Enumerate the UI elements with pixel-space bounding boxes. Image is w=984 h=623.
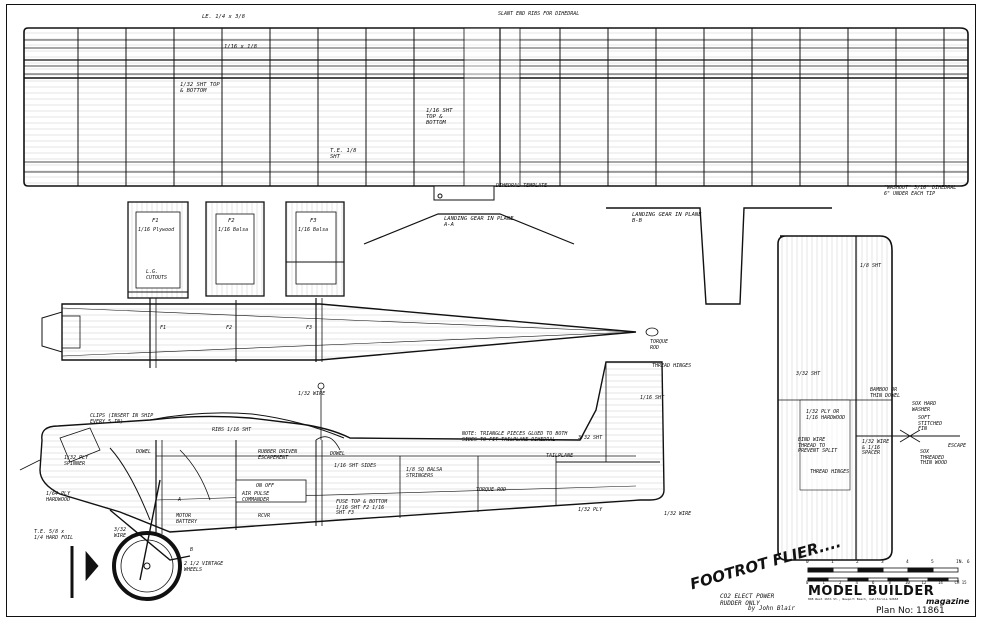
clips-label: CLIPS (INSERT IN SHIP EVERY 5 IN) bbox=[90, 413, 154, 425]
escapement-label: RUBBER DRIVEN ESCAPEMENT bbox=[258, 449, 298, 461]
wire-1-32-label: 1/32 WIRE bbox=[664, 511, 692, 517]
sht-sides-label: 1/16 SHT SIDES bbox=[334, 463, 377, 469]
fuse-top-label: FUSE TOP & BOTTOM 1/16 SHT F2 1/16 SHT F… bbox=[336, 499, 388, 516]
magazine-sub: magazine bbox=[926, 597, 970, 606]
rudder-plan bbox=[777, 235, 960, 561]
triangle-note: NOTE: TRIANGLE PIECES GLUED TO BOTH SIDE… bbox=[462, 431, 568, 443]
scale-cm-tick-label: 1 bbox=[822, 580, 825, 585]
motor-battery-label: MOTOR BATTERY bbox=[176, 513, 198, 525]
hard-washer-label: SOX HARD WASHER bbox=[912, 401, 937, 413]
scale-in-tick-label: 1 bbox=[831, 560, 834, 565]
former-f2 bbox=[205, 201, 265, 297]
plan-sheet-border bbox=[6, 4, 976, 617]
top-f2-label: F2 bbox=[226, 325, 233, 331]
dihedral-template-label: DIHEDRAL TEMPLATE bbox=[496, 183, 548, 189]
scale-cm-tick-label: 2 bbox=[839, 580, 842, 585]
scale-in-tick-label: IN. 6 bbox=[956, 560, 970, 565]
landing-gear-b-label: LANDING GEAR IN PLANE B-B bbox=[632, 212, 702, 225]
section-a-label: A bbox=[178, 497, 182, 503]
air-pulse-label: AIR PULSE COMMANDER bbox=[242, 491, 270, 503]
wing-te-label: T.E. 1/8 SHT bbox=[330, 148, 357, 161]
gear-wire-label: 3/32 WIRE bbox=[114, 527, 127, 539]
bind-wire-label: BIND WIRE THREAD TO PREVENT SPLIT bbox=[798, 437, 838, 454]
balsa-stringers-label: 1/8 SQ BALSA STRINGERS bbox=[406, 467, 443, 479]
plan-subtitle: CO2 ELECT POWER RUDDER ONLY bbox=[720, 593, 775, 607]
plan-number: Plan No: 11861 bbox=[876, 606, 945, 616]
former-f3-label: F3 bbox=[310, 218, 317, 224]
side-landing-gear bbox=[70, 479, 191, 601]
top-f3-label: F3 bbox=[306, 325, 313, 331]
landing-gear-b bbox=[606, 207, 832, 305]
rcvr-label: RCVR bbox=[258, 513, 271, 519]
scale-cm-tick-label: CM 15 bbox=[954, 580, 967, 585]
top-f1-label: F1 bbox=[160, 325, 167, 331]
landing-gear-a bbox=[363, 213, 575, 245]
wing-center-sheet: 1/16 SHT TOP & BOTTOM bbox=[426, 108, 453, 127]
scale-in-tick-label: 5 bbox=[931, 560, 934, 565]
wing-center-note: SLANT END RIBS FOR DIHEDRAL bbox=[498, 11, 580, 17]
spacer-label: 1/32 WIRE & 1/16 SPACER bbox=[862, 439, 890, 456]
former-f2-material: 1/16 Balsa bbox=[218, 227, 249, 233]
wheels-label: 2 1/2 VINTAGE WHEELS bbox=[184, 561, 224, 573]
wing-sheet-label: 1/32 SHT TOP & BOTTOM bbox=[180, 82, 220, 95]
dihedral-template bbox=[433, 185, 495, 201]
dowel2-label: DOWEL bbox=[330, 451, 346, 457]
tail-1-16-sht-label: 1/16 SHT bbox=[640, 395, 665, 401]
fuselage-side-view bbox=[19, 361, 665, 536]
scale-cm-tick-label: 8 bbox=[888, 580, 891, 585]
scale-in-tick-label: 3 bbox=[881, 560, 884, 565]
side-thread-hinges-label: THREAD HINGES bbox=[652, 363, 692, 369]
ply-spinner-label: 1/32 PLY SPINNER bbox=[64, 455, 89, 467]
bamboo-label: BAMBOO OR THIN DOWEL bbox=[870, 387, 901, 399]
scale-in-tick-label: 4 bbox=[906, 560, 909, 565]
scale-cm-tick-label: 14 bbox=[938, 580, 943, 585]
former-f3-material: 1/16 Balsa bbox=[298, 227, 329, 233]
scale-cm-tick-label: 4 bbox=[855, 580, 858, 585]
torque-rod-label: TORQUE ROD bbox=[650, 339, 669, 351]
former-f3 bbox=[285, 201, 345, 297]
tail-3-32-sht-label: 3/32 SHT bbox=[578, 435, 603, 441]
side-torque-rod-label: TORQUE ROD bbox=[476, 487, 507, 493]
scale-cm-tick-label: 10 bbox=[905, 580, 910, 585]
section-b-label: B bbox=[190, 547, 194, 553]
lg-cutouts-label: L.G. CUTOUTS bbox=[146, 269, 168, 281]
tail-top-sht-label: 1/8 SHT bbox=[860, 263, 882, 269]
former-f1-material: 1/16 Plywood bbox=[138, 227, 175, 233]
ply-1-32-label: 1/32 PLY bbox=[578, 507, 603, 513]
wing-spar-label: 1/16 x 1/8 bbox=[224, 44, 258, 50]
former-f1-label: F1 bbox=[152, 218, 159, 224]
soft-stitched-label: SOFT STITCHED FIN bbox=[918, 415, 943, 432]
magazine-address: 898 West 16th St., Newport Beach, Califo… bbox=[808, 597, 899, 601]
tail-thread-hinges-label: THREAD HINGES bbox=[810, 469, 850, 475]
scale-in-tick-label: 0 bbox=[806, 560, 809, 565]
tail-sheet-label: 1/32 PLY OR 1/16 HARDWOOD bbox=[806, 409, 846, 421]
escape-label: ESCAPE bbox=[948, 443, 967, 449]
te-hard-foil-label: T.E. 5/8 x 1/4 HARD FOIL bbox=[34, 529, 74, 541]
landing-gear-a-label: LANDING GEAR IN PLANE A-A bbox=[444, 216, 514, 229]
tail-mid-sht-label: 3/32 SHT bbox=[796, 371, 821, 377]
plan-byline: by John Blair bbox=[748, 605, 795, 612]
scale-cm-tick-label: 0 bbox=[806, 580, 809, 585]
scale-in-tick-label: 2 bbox=[856, 560, 859, 565]
on-off-label: ON OFF bbox=[256, 483, 275, 489]
scale-cm-tick-label: 6 bbox=[872, 580, 875, 585]
magazine-name: MODEL BUILDER bbox=[808, 584, 935, 599]
fuselage-top-view bbox=[41, 298, 659, 368]
scale-cm-tick-label: 12 bbox=[921, 580, 927, 585]
wire-label: 1/32 WIRE bbox=[298, 391, 326, 397]
ribs-label: RIBS 1/16 SHT bbox=[212, 427, 252, 433]
former-f2-label: F2 bbox=[228, 218, 235, 224]
fwd-plywood-label: 1/64 PLY HARDWOOD bbox=[46, 491, 71, 503]
tailplane-label: TAILPLANE bbox=[546, 453, 574, 459]
thin-wood-label: SOX THREADED THIN WOOD bbox=[920, 449, 948, 466]
washout-note: "WASHOUT" 3/16" DIHEDRAL 6" UNDER EACH T… bbox=[884, 185, 957, 197]
dowel-label: DOWEL bbox=[136, 449, 152, 455]
former-f1 bbox=[127, 201, 189, 299]
wing-planform bbox=[23, 27, 969, 187]
scale-bar bbox=[807, 567, 959, 582]
wing-le-label: LE. 1/4 x 3/8 bbox=[202, 14, 246, 20]
